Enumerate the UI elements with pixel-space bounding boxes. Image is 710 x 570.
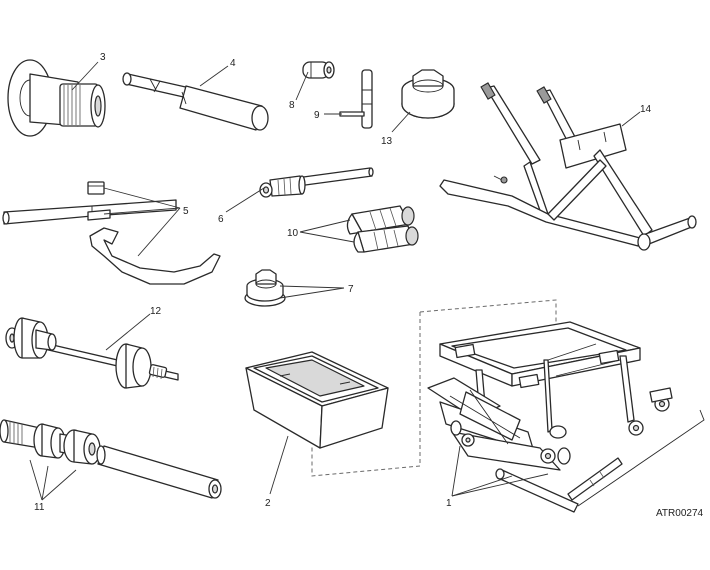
callout-4: 4 [230, 58, 236, 69]
tool-7-threaded-adapter [244, 269, 286, 307]
callout-5: 5 [183, 206, 189, 217]
callout-12: 12 [150, 306, 162, 317]
callout-labels: 3 4 8 9 13 14 5 6 10 7 12 11 2 1 ATR0027… [34, 52, 704, 519]
tool-11-drift-set [0, 419, 222, 499]
drawing-code: ATR00274 [656, 508, 704, 519]
callout-11: 11 [34, 502, 45, 513]
tool-6-extractor-rod [259, 167, 374, 198]
callout-2: 2 [265, 498, 271, 509]
callout-13: 13 [381, 136, 393, 147]
tool-10-split-collets [346, 205, 419, 253]
tool-12-puller [5, 317, 179, 389]
tool-3-bearing-installer [7, 59, 106, 137]
tool-9-pin [339, 69, 373, 129]
callout-9: 9 [314, 110, 320, 121]
callout-1: 1 [446, 498, 452, 509]
tool-14-rear-stand [439, 82, 697, 251]
tool-13-socket-cap [401, 69, 455, 119]
callout-6: 6 [218, 214, 224, 225]
tool-2-drain-tray [245, 351, 389, 449]
leader-lines [29, 61, 641, 501]
callout-14: 14 [640, 104, 652, 115]
callout-10: 10 [287, 228, 299, 239]
callout-8: 8 [289, 100, 295, 111]
tool-5-wrench-set [2, 181, 221, 285]
callout-3: 3 [100, 52, 106, 63]
tool-1-jack-assembly [427, 321, 705, 513]
tool-8-bushing [302, 61, 335, 79]
callout-7: 7 [348, 284, 354, 295]
tool-4-shaft-rod [122, 72, 269, 131]
